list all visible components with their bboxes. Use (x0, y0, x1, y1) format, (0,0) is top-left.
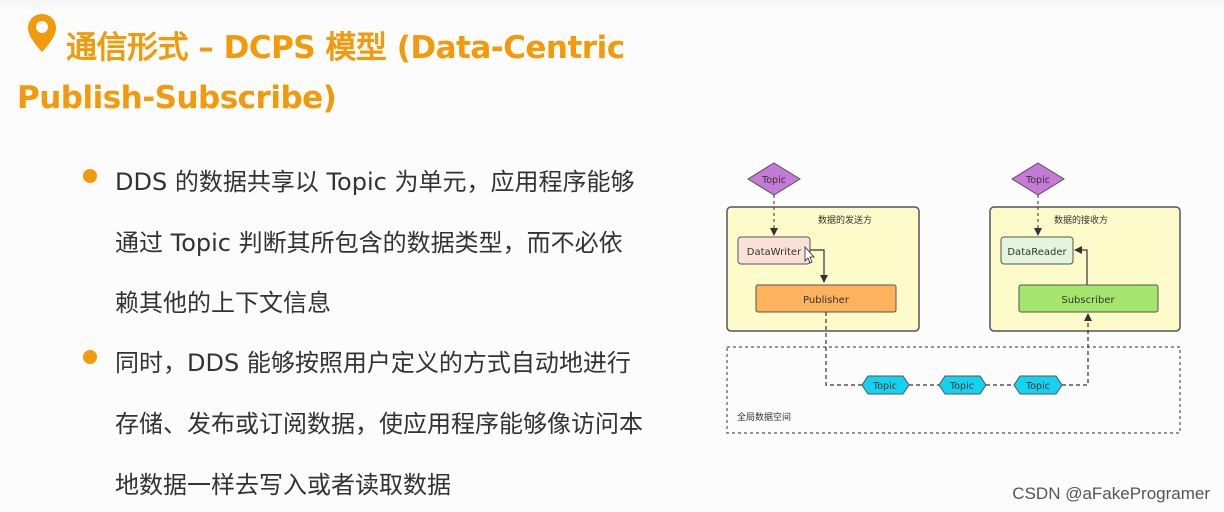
slide-title-line2: Publish-Subscribe) (17, 80, 337, 116)
global-topic-hex-2 (938, 375, 987, 395)
bullet-1-line-1: DDS 的数据共享以 Topic 为单元，应用程序能够 (115, 168, 635, 196)
publisher-label: Publisher (803, 295, 850, 306)
bullet-1-line-2: 通过 Topic 判断其所包含的数据类型，而不必依 (115, 229, 623, 257)
global-data-space (726, 346, 1181, 434)
cursor-icon (804, 245, 815, 264)
subscriber-box (1018, 284, 1159, 313)
bullet-2-line-2: 存储、发布或订阅数据，使应用程序能够像访问本 (115, 410, 643, 438)
datawriter-label: DataWriter (747, 247, 802, 258)
datareader-label: DataReader (1007, 247, 1067, 258)
subscriber-to-reader-arrow (1074, 246, 1088, 285)
global-topic-3-label: Topic (1025, 381, 1050, 392)
receiver-label: 数据的接收方 (1054, 214, 1108, 226)
global-data-space-label: 全局数据空间 (737, 411, 791, 423)
sender-topic-label: Topic (761, 175, 786, 186)
bullet-1-line-3: 赖其他的上下文信息 (115, 289, 331, 317)
location-pin-icon (28, 14, 56, 52)
global-topic-hex-3 (1013, 375, 1063, 395)
receiver-topic-label: Topic (1025, 175, 1050, 186)
bullet-2-line-3: 地数据一样去写入或者读取数据 (115, 471, 451, 499)
sender-label: 数据的发送方 (818, 214, 872, 226)
publisher-to-topic-line (825, 312, 862, 386)
subscriber-label: Subscriber (1061, 295, 1115, 306)
slide-title-line1: 通信形式 – DCPS 模型 (Data-Centric (66, 30, 625, 66)
topic-to-subscriber-line (1062, 313, 1092, 386)
bullet-2-line-1: 同时，DDS 能够按照用户定义的方式自动地进行 (115, 349, 631, 377)
bullet-dot-2 (83, 350, 97, 364)
bullet-dot-1 (83, 169, 97, 183)
datareader-box (1000, 236, 1074, 265)
watermark: CSDN @aFakeProgramer (1012, 484, 1210, 503)
dcps-diagram: 数据的发送方 Topic DataWriter Publisher 数据的接收方… (726, 162, 1181, 434)
global-topic-1-label: Topic (872, 381, 897, 392)
global-topic-2-label: Topic (949, 381, 974, 392)
writer-to-publisher-arrow (810, 249, 828, 283)
global-topic-hex-1 (861, 375, 910, 395)
